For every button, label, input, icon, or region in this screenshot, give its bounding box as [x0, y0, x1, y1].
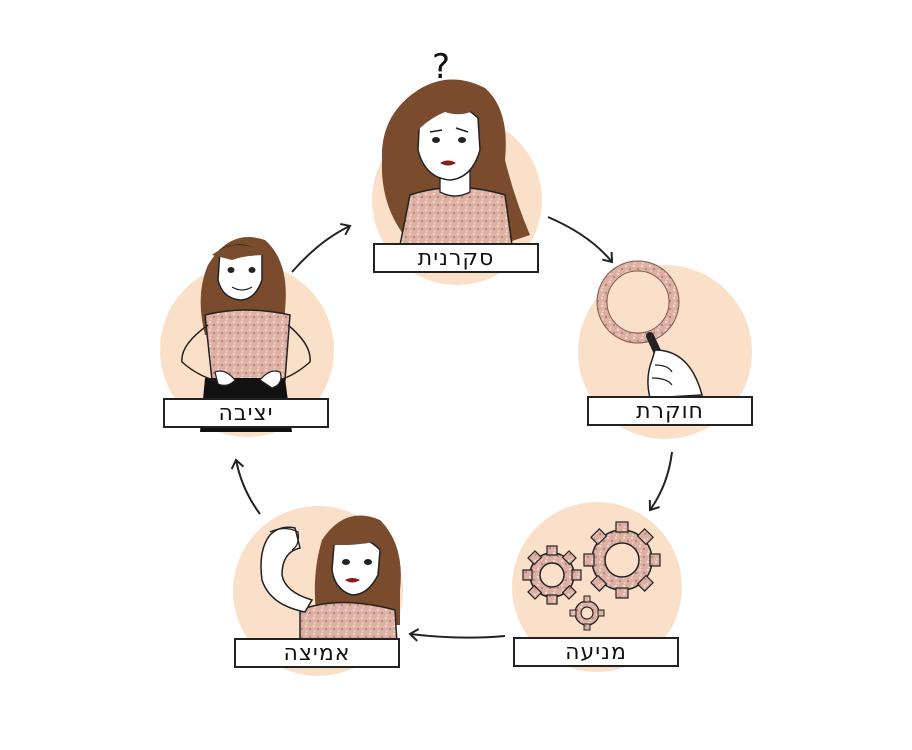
stage-label-explorer: חוקרת	[587, 396, 753, 426]
arrow-brave-to-stable	[230, 458, 261, 515]
arrow-stable-to-curious	[291, 222, 352, 273]
question-mark: ?	[432, 47, 450, 87]
stage-label-brave: אמיצה	[234, 638, 400, 668]
stage-label-motivated: מניעה	[513, 637, 679, 667]
stage-label-stable: יציבה	[163, 398, 329, 428]
stage-label-curious: סקרנית	[373, 243, 539, 273]
arrow-curious-to-explorer	[547, 216, 614, 264]
arrow-motivated-to-brave	[408, 628, 506, 642]
arrow-explorer-to-motivated	[648, 451, 673, 512]
magnifying-glass-icon	[596, 260, 703, 399]
curious-woman-icon	[381, 79, 530, 246]
gears-icon	[522, 521, 661, 631]
